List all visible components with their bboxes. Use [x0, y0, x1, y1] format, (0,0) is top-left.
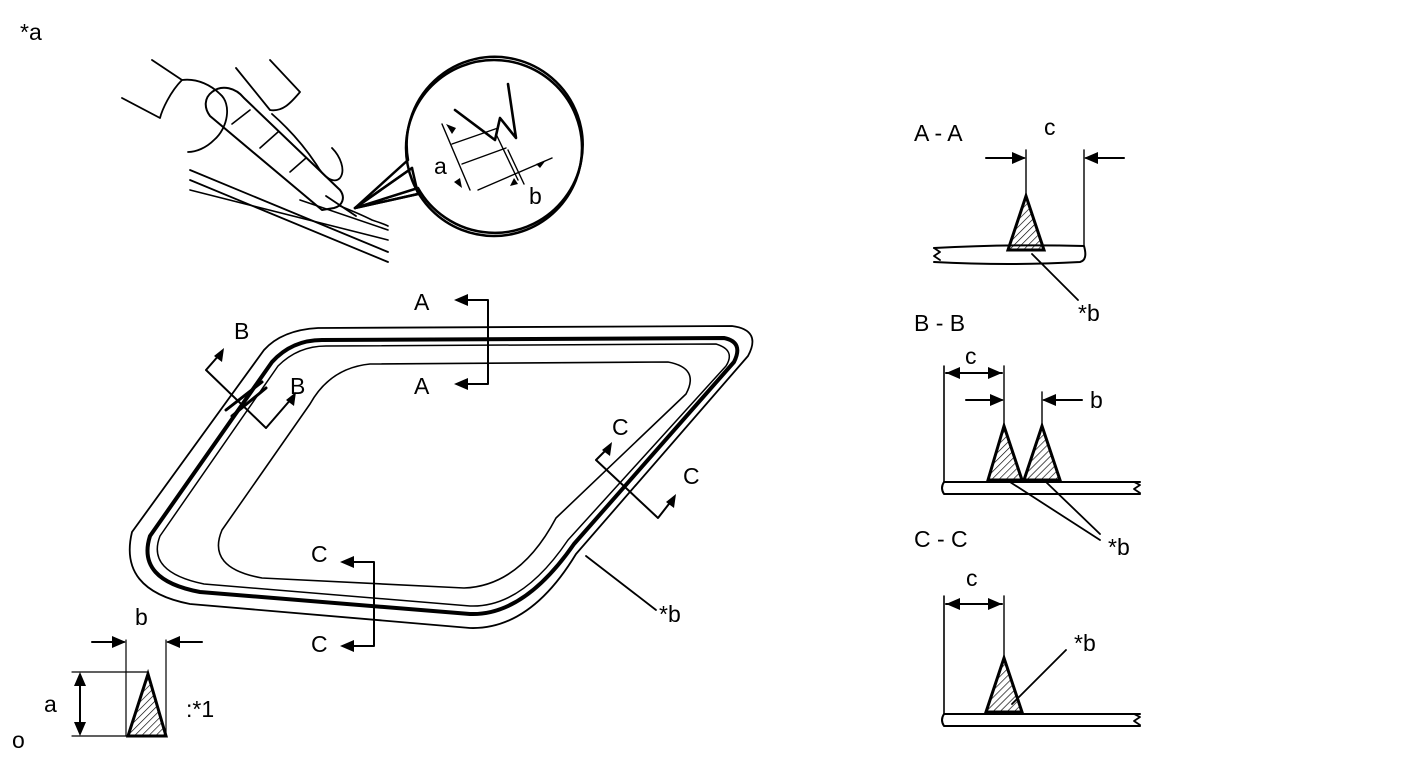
section-AA-title: A - A: [914, 120, 963, 146]
bead-leader-line: [585, 555, 657, 611]
cut-line-A: [454, 294, 489, 390]
cut-line-C-bottom: [340, 556, 375, 652]
cut-C-right-bottom-label: C: [683, 463, 700, 489]
detail-a-label: a: [434, 153, 447, 179]
section-BB-dim-c: c: [965, 343, 977, 369]
window-glass-outline: [128, 325, 754, 629]
section-BB-drawing: [941, 365, 1141, 541]
corner-mark-label: o: [12, 727, 25, 753]
section-BB-part-b: *b: [1108, 534, 1130, 560]
legend-b-dim-label: b: [135, 604, 148, 630]
section-AA-dim-c: c: [1044, 114, 1056, 140]
legend-a-dim-label: a: [44, 691, 57, 717]
section-CC-dim-c: c: [966, 565, 978, 591]
cut-A-bottom-label: A: [414, 373, 430, 399]
hand-applicator-illustration: [121, 55, 584, 263]
bead-profile-legend: [71, 636, 203, 738]
bead-part-label: *b: [659, 601, 681, 627]
section-AA-drawing: [933, 149, 1125, 301]
cut-C-bottom-top-label: C: [311, 541, 328, 567]
cut-A-top-label: A: [414, 289, 430, 315]
section-CC-part-b: *b: [1074, 630, 1096, 656]
legend-ref-label: :*1: [186, 696, 214, 722]
cut-B-bottom-label: B: [290, 373, 305, 399]
cut-B-top-label: B: [234, 318, 249, 344]
cut-line-B: [205, 348, 296, 429]
section-AA-part-b: *b: [1078, 300, 1100, 326]
figure-ref-label: *a: [20, 19, 42, 45]
section-CC-drawing: [941, 595, 1141, 727]
detail-b-label: b: [529, 183, 542, 209]
cut-C-right-top-label: C: [612, 414, 629, 440]
cut-C-bottom-bottom-label: C: [311, 631, 328, 657]
section-CC-title: C - C: [914, 526, 968, 552]
cut-line-C-right: [595, 442, 676, 519]
section-BB-title: B - B: [914, 310, 965, 336]
section-BB-dim-b: b: [1090, 387, 1103, 413]
